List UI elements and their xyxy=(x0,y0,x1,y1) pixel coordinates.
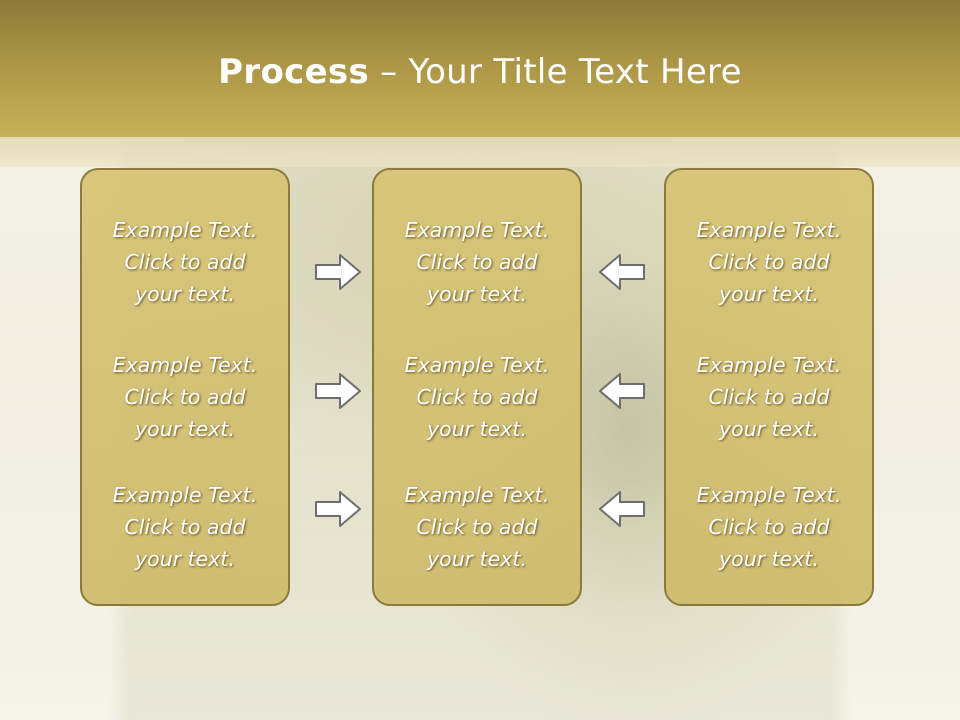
text-line: Click to add xyxy=(708,515,830,539)
title-bold-text: Process xyxy=(218,52,370,92)
slide-title[interactable]: Process – Your Title Text Here xyxy=(0,52,960,92)
text-line: Click to add xyxy=(708,385,830,409)
right-arrow-icon[interactable] xyxy=(314,371,362,411)
text-line: Example Text. xyxy=(112,353,258,377)
left-text-box[interactable]: Example Text. Click to add your text. Ex… xyxy=(80,168,290,606)
left-arrow-icon[interactable] xyxy=(598,489,646,529)
text-item[interactable]: Example Text. Click to add your text. xyxy=(666,479,872,575)
text-line: Example Text. xyxy=(404,483,550,507)
text-item[interactable]: Example Text. Click to add your text. xyxy=(82,479,288,575)
text-line: Click to add xyxy=(416,250,538,274)
text-line: your text. xyxy=(427,282,527,306)
left-arrow-icon[interactable] xyxy=(598,371,646,411)
right-text-box[interactable]: Example Text. Click to add your text. Ex… xyxy=(664,168,874,606)
text-line: Example Text. xyxy=(696,483,842,507)
text-line: Click to add xyxy=(124,385,246,409)
text-line: Example Text. xyxy=(696,218,842,242)
text-line: Click to add xyxy=(124,515,246,539)
text-line: Click to add xyxy=(708,250,830,274)
left-arrow-icon[interactable] xyxy=(598,252,646,292)
right-arrow-icon[interactable] xyxy=(314,252,362,292)
text-line: Example Text. xyxy=(112,483,258,507)
text-item[interactable]: Example Text. Click to add your text. xyxy=(374,349,580,445)
text-line: Example Text. xyxy=(404,353,550,377)
text-line: your text. xyxy=(427,547,527,571)
text-line: Example Text. xyxy=(696,353,842,377)
text-item[interactable]: Example Text. Click to add your text. xyxy=(666,214,872,310)
text-line: your text. xyxy=(719,417,819,441)
text-line: Example Text. xyxy=(112,218,258,242)
right-arrow-icon[interactable] xyxy=(314,489,362,529)
text-line: your text. xyxy=(135,282,235,306)
text-item[interactable]: Example Text. Click to add your text. xyxy=(82,349,288,445)
text-line: your text. xyxy=(719,547,819,571)
text-item[interactable]: Example Text. Click to add your text. xyxy=(666,349,872,445)
text-line: Click to add xyxy=(124,250,246,274)
background-band xyxy=(0,135,960,167)
text-line: your text. xyxy=(719,282,819,306)
text-line: Example Text. xyxy=(404,218,550,242)
text-item[interactable]: Example Text. Click to add your text. xyxy=(374,479,580,575)
text-line: your text. xyxy=(135,417,235,441)
title-rest-text: – Your Title Text Here xyxy=(369,52,742,92)
text-line: your text. xyxy=(135,547,235,571)
text-item[interactable]: Example Text. Click to add your text. xyxy=(82,214,288,310)
text-line: Click to add xyxy=(416,385,538,409)
text-item[interactable]: Example Text. Click to add your text. xyxy=(374,214,580,310)
text-line: your text. xyxy=(427,417,527,441)
title-bar: Process – Your Title Text Here xyxy=(0,0,960,137)
text-line: Click to add xyxy=(416,515,538,539)
center-text-box[interactable]: Example Text. Click to add your text. Ex… xyxy=(372,168,582,606)
